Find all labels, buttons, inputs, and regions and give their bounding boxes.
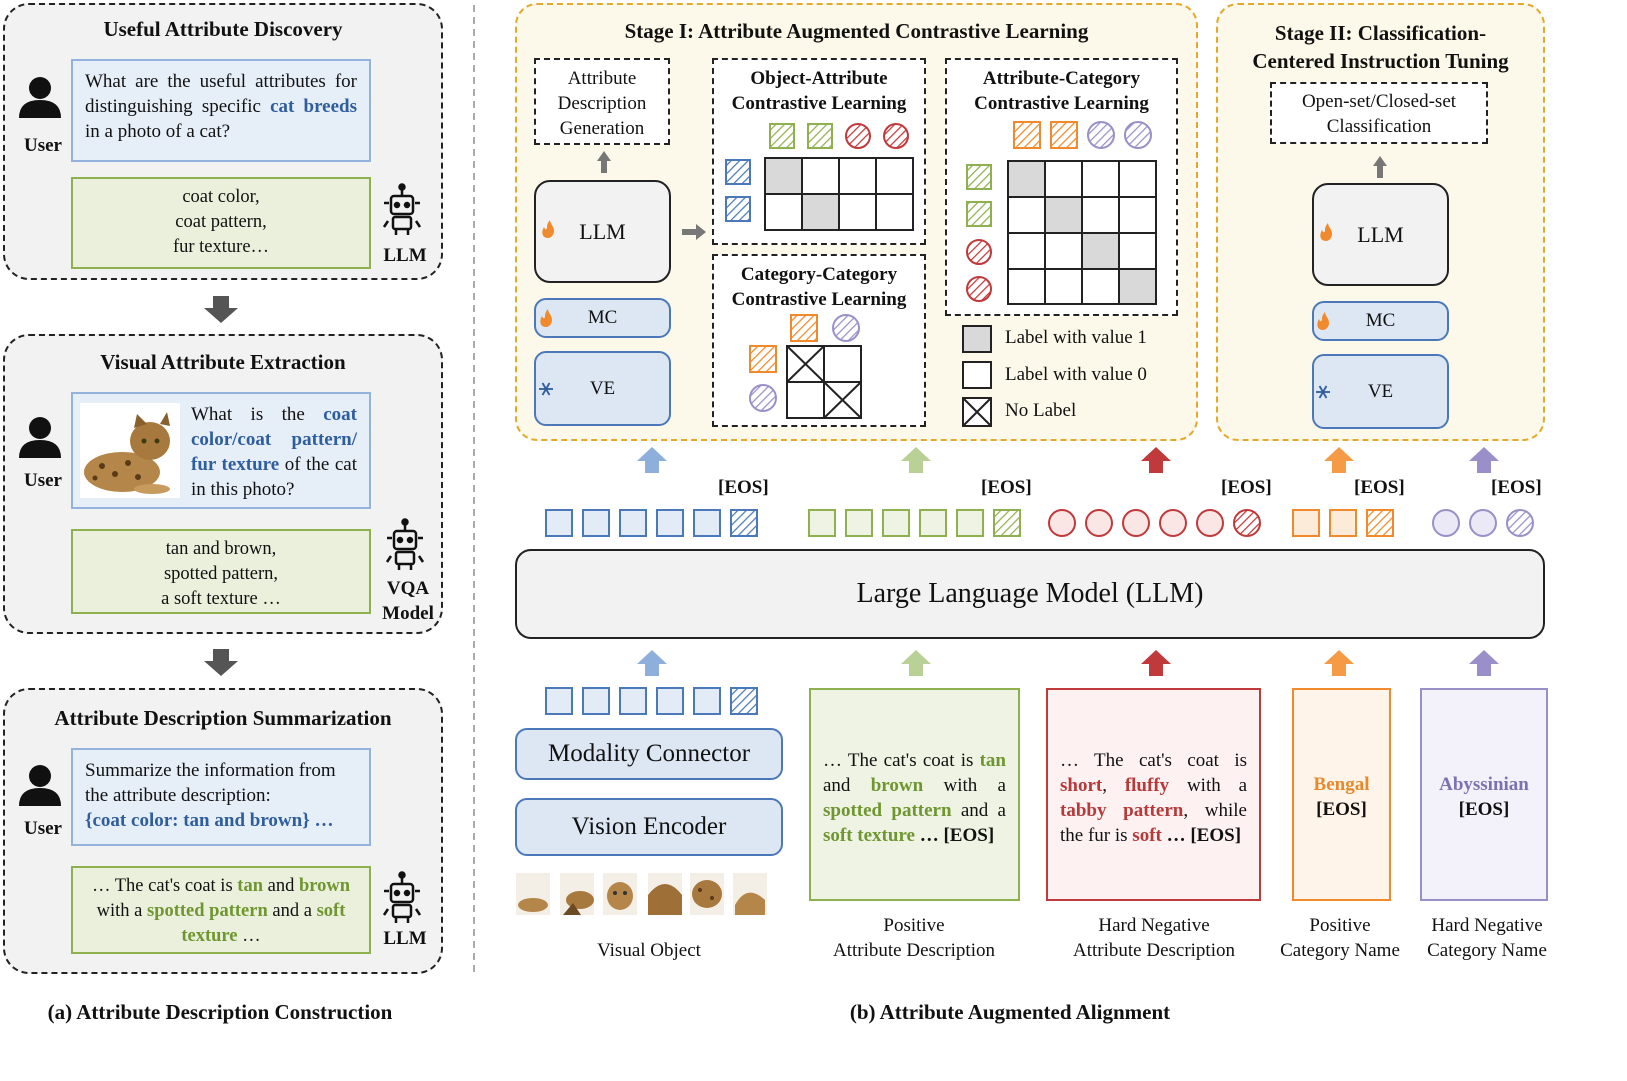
up-arrows-top: [637, 447, 1499, 473]
stage1-mc-block: MC: [534, 298, 671, 338]
user-question: Summarize the information from the attri…: [71, 748, 371, 846]
up-arrows-bottom: [637, 650, 1499, 676]
user-label: User: [24, 470, 62, 491]
user-question: What is the coat color/coat pattern/ fur…: [71, 392, 371, 509]
mc-label: MC: [587, 307, 618, 328]
hard-negative-attribute-description-box: … The cat's coat is short, fluffy with a…: [1046, 688, 1261, 901]
mc-label: MC: [1365, 310, 1396, 331]
model-label: LLM: [383, 928, 427, 949]
object-attribute-contrastive-box: Object-Attribute Contrastive Learning: [712, 58, 926, 245]
large-language-model-block: Large Language Model (LLM): [515, 549, 1545, 639]
legend-label-1: Label with value 1: [1005, 327, 1147, 348]
stage-2-title: Stage II: Classification-Centered Instru…: [1252, 21, 1509, 73]
caption-a: (a) Attribute Description Construction: [47, 1000, 393, 1024]
classification-task-box: Open-set/Closed-set Classification: [1270, 82, 1488, 144]
vqa-answer: tan and brown,spotted pattern,a soft tex…: [71, 529, 371, 614]
llm-label: LLM: [579, 218, 626, 244]
stage2-llm-block: LLM: [1312, 183, 1449, 286]
user-question: What are the useful attributes for disti…: [71, 59, 371, 162]
legend-no-label: No Label: [1005, 400, 1077, 421]
eos-pos-attr: [EOS]: [981, 477, 1032, 498]
model-label: LLM: [383, 245, 427, 266]
attribute-category-contrastive-box: Attribute-Category Contrastive Learning: [945, 58, 1178, 316]
positive-attribute-description-box: … The cat's coat is tan and brown with a…: [809, 688, 1020, 901]
ve-label: VE: [1367, 380, 1394, 402]
eos-neg-cat: [EOS]: [1491, 477, 1542, 498]
eos-neg-attr: [EOS]: [1221, 477, 1272, 498]
cc-title: Category-Category Contrastive Learning: [731, 264, 907, 310]
positive-category-name: Bengal: [1313, 774, 1370, 795]
image-patches: [516, 873, 767, 915]
output-token-row: [545, 509, 1534, 537]
stage-1-title: Stage I: Attribute Augmented Contrastive…: [624, 19, 1089, 43]
stage1-llm-block: LLM: [534, 180, 671, 283]
llm-label: LLM: [1357, 221, 1404, 247]
positive-category-eos: [EOS]: [1316, 799, 1367, 820]
positive-category-box: Bengal [EOS]: [1292, 688, 1391, 901]
stage1-ve-block: VE: [534, 351, 671, 426]
eos-visual: [EOS]: [718, 477, 769, 498]
negative-description-text: … The cat's coat is short, fluffy with a…: [1060, 750, 1247, 846]
modality-connector-block: Modality Connector: [515, 728, 783, 780]
stage2-mc-block: MC: [1312, 301, 1449, 341]
ac-title: Attribute-Category Contrastive Learning: [974, 68, 1149, 114]
panel-visual-attribute-extraction: Visual Attribute Extraction What is the …: [3, 334, 443, 634]
hard-negative-category-box: Abyssinian [EOS]: [1420, 688, 1548, 901]
negative-category-eos: [EOS]: [1458, 799, 1510, 820]
positive-description-text: … The cat's coat is tan and brown with a…: [823, 750, 1006, 846]
panel-title: Visual Attribute Extraction: [100, 350, 346, 374]
eos-pos-cat: [EOS]: [1354, 477, 1405, 498]
panel-attribute-description-summarization: Attribute Description Summarization Summ…: [3, 688, 443, 974]
visual-token-row: [545, 687, 758, 715]
panel-title: Useful Attribute Discovery: [103, 17, 343, 41]
connector-label: Modality Connector: [547, 740, 751, 767]
llm-answer: coat color,coat pattern,fur texture…: [71, 177, 371, 269]
caption-visual-object: Visual Object: [597, 940, 701, 961]
legend-label-0: Label with value 0: [1005, 364, 1147, 385]
oa-title: Object-Attribute Contrastive Learning: [731, 68, 907, 114]
caption-b: (b) Attribute Augmented Alignment: [849, 1000, 1171, 1024]
user-label: User: [24, 135, 62, 156]
negative-category-name: Abyssinian: [1439, 774, 1529, 795]
stage2-ve-block: VE: [1312, 354, 1449, 429]
llm-summary: … The cat's coat is tan and brown with a…: [71, 866, 371, 954]
flow-arrows-left: [204, 296, 238, 676]
user-label: User: [24, 818, 62, 839]
encoder-label: Vision Encoder: [571, 813, 727, 840]
panel-useful-attribute-discovery: Useful Attribute Discovery What are the …: [3, 3, 443, 280]
category-category-contrastive-box: Category-Category Contrastive Learning: [712, 254, 926, 427]
classification-task-label: Open-set/Closed-set Classification: [1301, 91, 1457, 137]
llm-main-label: Large Language Model (LLM): [856, 578, 1204, 609]
attribute-description-generation-box: Attribute Description Generation: [534, 58, 670, 145]
vision-encoder-block: Vision Encoder: [515, 798, 783, 856]
ve-label: VE: [589, 377, 616, 399]
attr-gen-label: Attribute Description Generation: [557, 68, 647, 139]
panel-title: Attribute Description Summarization: [54, 706, 392, 730]
